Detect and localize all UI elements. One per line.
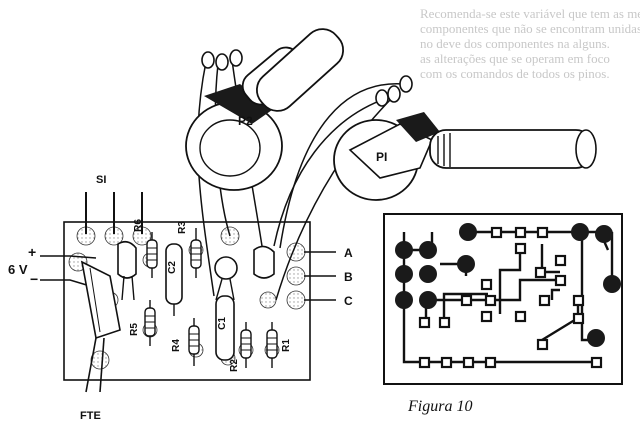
label-fte: FTE: [80, 410, 101, 422]
output-leads: [304, 251, 336, 301]
transistor-q1: [117, 240, 137, 301]
label-plus: +: [28, 244, 37, 260]
resistor-r3: [190, 228, 202, 278]
pcb-square-pads: [418, 226, 603, 369]
background-text: Recomenda-se este variável que tem as me…: [420, 6, 640, 81]
potentiometer-p2: [185, 28, 345, 191]
transistor-q2: [253, 245, 275, 279]
switch-s1: [85, 192, 143, 234]
capacitor-c1: [215, 295, 235, 361]
label-voltage: 6 V: [8, 262, 28, 277]
label-r2: R2: [228, 359, 240, 372]
background-text-line: no deve dos componentes na alguns.: [420, 36, 610, 51]
pcb-round-pads: [395, 223, 621, 347]
potentiometer-p1: [333, 75, 597, 201]
component-board: [40, 192, 336, 393]
label-p2: P2: [238, 114, 253, 128]
label-r6: R6: [132, 219, 144, 232]
label-minus: −: [30, 271, 39, 287]
power-leads: [40, 255, 97, 287]
background-text-line: as alterações que se operam em foco: [420, 51, 610, 66]
label-c1: C1: [216, 317, 228, 330]
figure-caption: Figura 10: [408, 398, 473, 415]
resistor-r4: [188, 318, 200, 366]
background-text-line: com os comandos de todos os pinos.: [420, 66, 610, 81]
capacitor-c2: [165, 243, 183, 316]
label-s1: SI: [96, 174, 107, 186]
label-r5: R5: [128, 323, 140, 336]
label-a: A: [344, 246, 353, 260]
background-text-line: Recomenda-se este variável que tem as me…: [420, 6, 640, 21]
resistor-r5: [144, 300, 156, 346]
label-c2: C2: [166, 261, 178, 274]
label-b: B: [344, 270, 353, 284]
power-module: [80, 260, 121, 340]
label-c: C: [344, 294, 353, 308]
fte-leads: [85, 337, 105, 393]
led-component: [214, 256, 238, 301]
label-r4: R4: [170, 339, 182, 352]
pcb-layout: [383, 213, 623, 385]
background-text-line: componentes que não se encontram unidas: [420, 21, 640, 36]
resistor-r2: [240, 322, 252, 368]
label-r3: R3: [176, 221, 188, 234]
resistor-r6: [146, 232, 158, 278]
resistor-r1: [266, 322, 278, 368]
label-r1: R1: [280, 339, 292, 352]
label-p1: PI: [376, 150, 388, 164]
